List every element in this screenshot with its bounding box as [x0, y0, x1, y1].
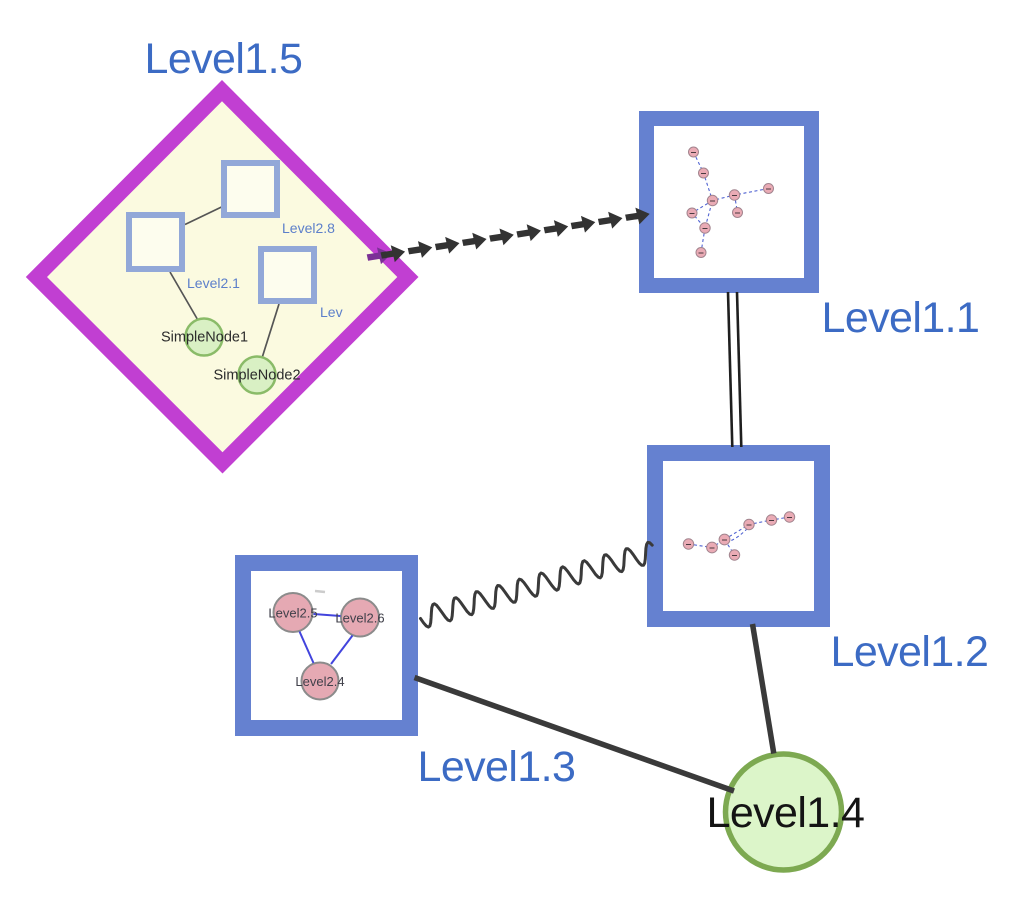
edge-level1-1-level1-2[interactable]: [726, 291, 743, 448]
edge-level1-3-level1-4[interactable]: [413, 674, 735, 794]
node-label-level1-3: Level1.3: [418, 743, 576, 791]
node-level2-8[interactable]: [221, 160, 280, 218]
node-label-level2-4: Level2.4: [295, 674, 344, 689]
edge-level2-1-simplenode1[interactable]: [169, 271, 200, 323]
node-label-simplenode1: SimpleNode1: [161, 330, 248, 346]
node-level2-6[interactable]: [340, 597, 380, 638]
node-label-simplenode2: SimpleNode2: [213, 368, 300, 384]
node-label-level2-8: Level2.8: [282, 220, 335, 236]
mini-graph-level1-1: [686, 146, 774, 258]
node-level1-3[interactable]: Level2.5 Level2.6 Level2.4: [235, 555, 418, 736]
edge-level1-5-level1-1[interactable]: [365, 205, 652, 267]
node-label-lev: Lev: [320, 304, 343, 320]
edge-level1-3-level1-2[interactable]: [419, 540, 654, 629]
node-label-level2-5: Level2.5: [268, 606, 317, 621]
mini-graph-level1-2: [682, 511, 796, 561]
node-level2-1[interactable]: [126, 212, 185, 272]
node-level1-2[interactable]: [647, 445, 830, 627]
node-simplenode2[interactable]: [237, 355, 277, 395]
edge-level2-5-level2-6: [313, 613, 341, 617]
node-label-level1-4: Level1.4: [707, 789, 865, 837]
artifact-dash: [314, 589, 326, 594]
mini-edge[interactable]: [688, 516, 790, 556]
node-level1-1[interactable]: [639, 111, 819, 293]
node-lev[interactable]: [258, 246, 317, 304]
triangle-edges[interactable]: [298, 613, 354, 665]
node-level1-4[interactable]: [722, 751, 845, 873]
node-simplenode1[interactable]: [184, 317, 224, 357]
node-level2-5[interactable]: [272, 592, 314, 633]
node-label-level1-2: Level1.2: [831, 628, 989, 676]
mini-node-marks: [689, 152, 771, 254]
edge-lev-simplenode2[interactable]: [261, 303, 280, 359]
node-level1-5[interactable]: Level2.8 Level2.1 Lev SimpleNode1 Simple…: [25, 80, 419, 474]
edge-level2-1-level2-8[interactable]: [184, 206, 222, 226]
node-level2-4[interactable]: [300, 661, 340, 701]
edge-level2-6-level2-4: [330, 634, 354, 665]
diamond-fill[interactable]: [47, 101, 398, 453]
edge-level2-5-level2-4: [298, 631, 315, 664]
node-label-level1-1: Level1.1: [822, 294, 980, 342]
node-label-level1-5: Level1.5: [145, 35, 303, 83]
edge-level1-2-level1-4[interactable]: [749, 623, 777, 754]
node-label-level2-1: Level2.1: [187, 275, 240, 291]
node-label-level2-6: Level2.6: [335, 611, 384, 626]
square-fill[interactable]: [654, 126, 804, 278]
mini-node-marks: [686, 517, 792, 556]
